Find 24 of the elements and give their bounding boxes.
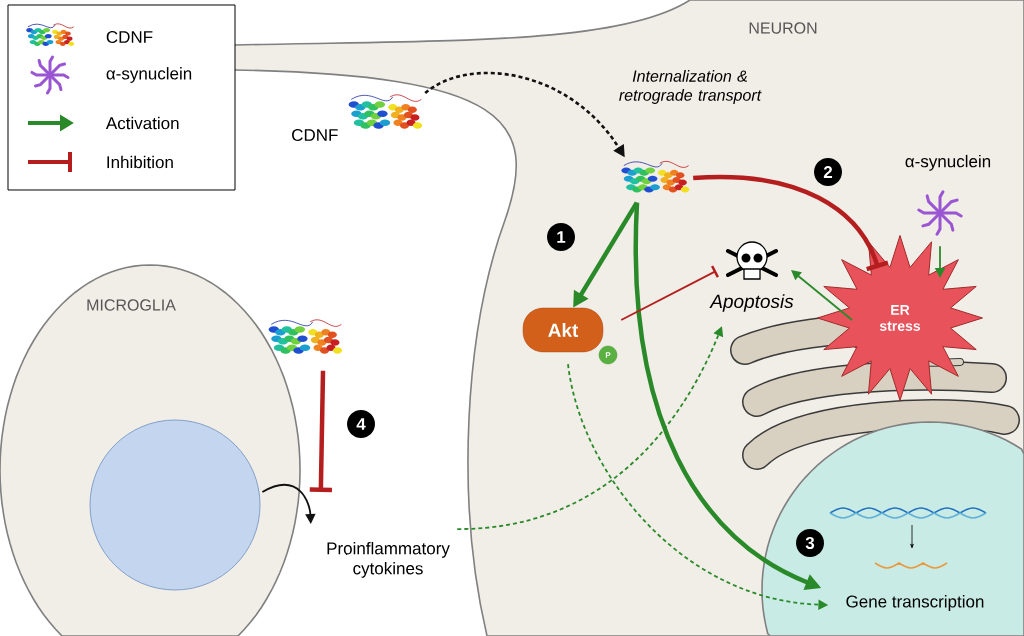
protein-drawing <box>348 94 423 129</box>
step-number: 4 <box>347 410 375 438</box>
kinase-box: Akt <box>522 307 604 353</box>
phosphate-badge: P <box>598 345 618 365</box>
arrow <box>620 265 719 321</box>
protein-drawing <box>621 160 690 193</box>
fibril-drawing <box>917 190 963 236</box>
edge-label: Internalization & retrograde transport <box>619 70 762 104</box>
legend-label: Inhibition <box>107 155 173 169</box>
legend-label: Activation <box>105 116 179 130</box>
step-number: 3 <box>796 529 824 557</box>
protein-drawing <box>268 319 343 354</box>
arrow <box>791 270 853 321</box>
name-label: CDNF <box>292 129 338 141</box>
legend-label: CDNF <box>106 31 153 43</box>
process-label: Apoptosis <box>709 294 794 312</box>
nucleus-circle <box>89 419 261 591</box>
process-label: Proinflammatory cytokines <box>327 541 450 578</box>
step-number: 1 <box>547 223 575 251</box>
legend-label: α-synuclein <box>106 67 192 83</box>
starburst: ER stress <box>817 235 983 401</box>
step-number: 2 <box>814 158 842 186</box>
arrow <box>309 370 332 493</box>
name-label: α-synuclein <box>905 154 991 171</box>
